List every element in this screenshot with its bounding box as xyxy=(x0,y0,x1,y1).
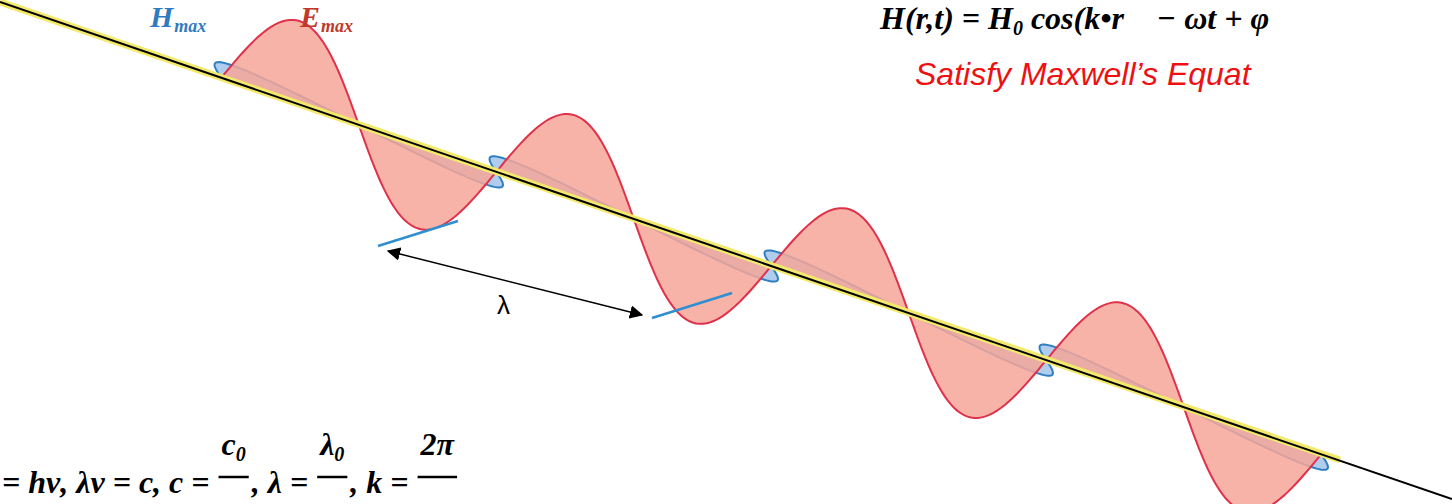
e-field-lobe xyxy=(634,219,772,324)
note-text: Satisfy Maxwell’s Equat xyxy=(915,58,1251,90)
e-field-lobe xyxy=(221,20,359,125)
fraction-numerator: 2π xyxy=(421,428,454,460)
fraction-bar xyxy=(219,476,249,479)
fraction-numerator: λ xyxy=(320,428,334,460)
equation-subscript: 0 xyxy=(1013,18,1023,38)
field-name: H xyxy=(150,2,173,32)
wavelength-marker xyxy=(652,293,732,318)
wavelength-arrow xyxy=(388,251,642,315)
e-field-lobe xyxy=(1184,407,1322,504)
wavelength-label: λ xyxy=(497,292,510,318)
equation-subscript: 0 xyxy=(236,444,246,464)
relation-equation: , k = xyxy=(350,466,408,498)
equation-subscript: 0 xyxy=(334,444,344,464)
fraction-bar xyxy=(317,476,347,479)
relation-equation: , λ = xyxy=(252,466,308,498)
wave-equation: cos(k•r⃗ − ωt + φ xyxy=(1031,2,1269,34)
relation-equation: = hν, λν = c, c = xyxy=(2,466,210,498)
e-field-lobe xyxy=(359,125,497,230)
e-field-lobe xyxy=(771,208,909,313)
e-field-lobe xyxy=(909,313,1047,418)
field-subscript: max xyxy=(321,17,353,35)
fraction-bar xyxy=(418,476,457,479)
wavelength-marker xyxy=(378,221,458,246)
e-field-lobe xyxy=(1046,302,1184,407)
field-subscript: max xyxy=(174,17,206,35)
wave-equation: H(r,t) = H xyxy=(880,2,1013,34)
field-name: E xyxy=(300,2,320,32)
fraction-numerator: c xyxy=(222,428,236,460)
e-field-lobe xyxy=(496,114,634,219)
